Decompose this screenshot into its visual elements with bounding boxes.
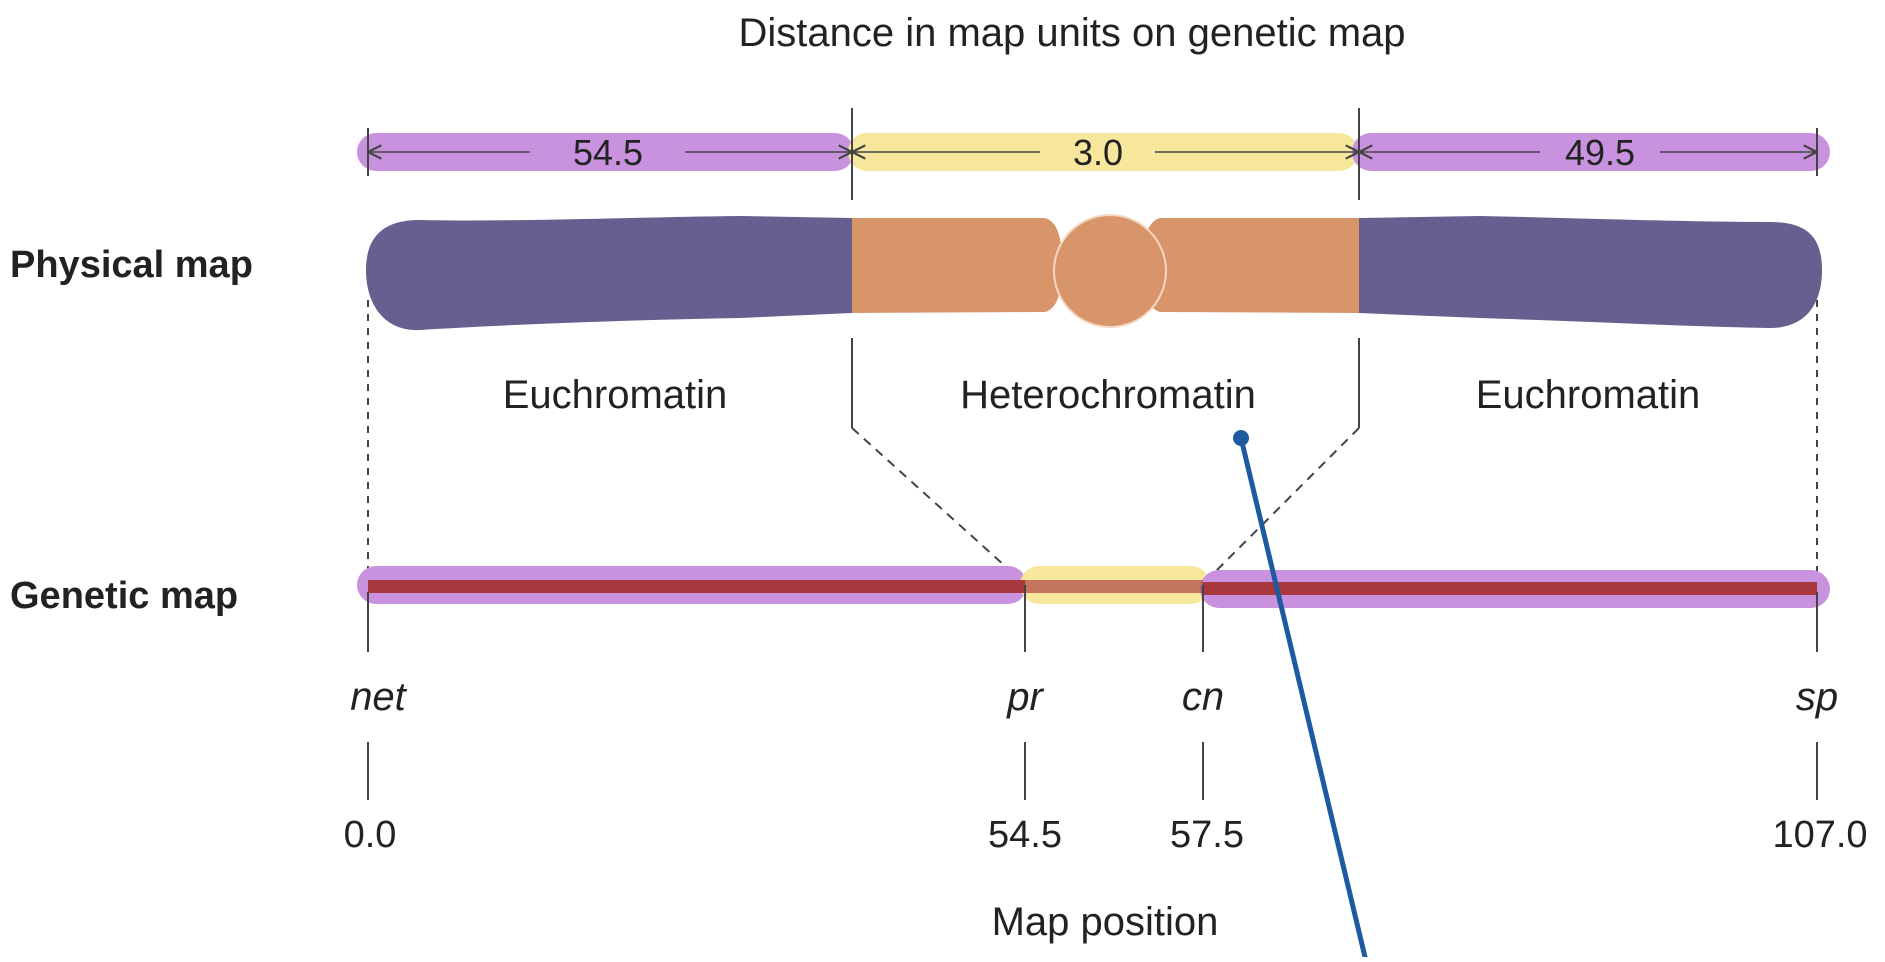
genetic-map-label: Genetic map [10,575,238,617]
region-label-heterochromatin: Heterochromatin [960,373,1256,417]
projection-line-left [851,427,1026,585]
diagram-title: Distance in map units on genetic map [738,11,1405,55]
position-label-0: 0.0 [344,814,397,856]
position-label-107: 107.0 [1772,814,1867,856]
region-label-euchromatin-left: Euchromatin [503,373,728,417]
distance-label-middle: 3.0 [1073,132,1123,173]
distance-highlight-left [357,133,854,171]
gene-label-pr: pr [1006,675,1044,719]
euchromatin-right-arm [1359,216,1822,328]
annotation-pointer-dot [1233,430,1249,446]
region-label-euchromatin-right: Euchromatin [1476,373,1701,417]
distance-label-left: 54.5 [573,132,643,173]
heterochromatin-left [852,218,1062,313]
genetic-line-left [368,580,1025,593]
genetic-line-right [1203,582,1817,595]
axis-label-map-position: Map position [992,900,1219,944]
projection-line-right [1202,427,1360,585]
distance-highlight-right [1352,133,1830,171]
physical-map-label: Physical map [10,244,253,286]
distance-highlight-middle [848,133,1358,171]
euchromatin-left-arm [366,216,852,331]
genetic-line-middle [1025,580,1203,593]
distance-label-right: 49.5 [1565,132,1635,173]
position-label-54-5: 54.5 [988,814,1062,856]
gene-label-sp: sp [1796,675,1838,719]
centromere [1053,214,1167,328]
position-label-57-5: 57.5 [1170,814,1244,856]
gene-label-cn: cn [1182,675,1224,719]
gene-label-net: net [350,675,407,719]
heterochromatin-right [1143,218,1359,313]
annotation-pointer-line [1238,435,1368,960]
